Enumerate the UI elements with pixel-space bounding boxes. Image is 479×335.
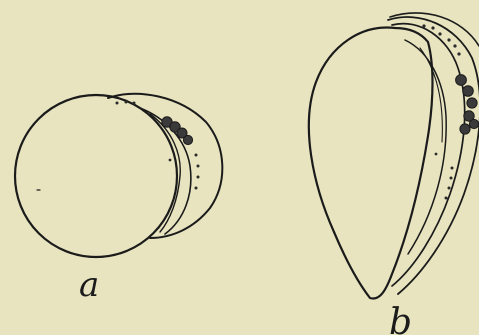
figure-a-dots (116, 101, 200, 190)
figure-label-b: b (389, 305, 412, 335)
figure-b-granules (456, 75, 479, 135)
figure-b-shell-2 (388, 17, 479, 294)
figure-a-drawing (15, 94, 222, 257)
figure-a-main-circle (15, 95, 177, 257)
figure-b-outer-body (309, 28, 433, 299)
figure-b-drawing (309, 13, 479, 299)
figure-label-a: a (79, 268, 99, 302)
